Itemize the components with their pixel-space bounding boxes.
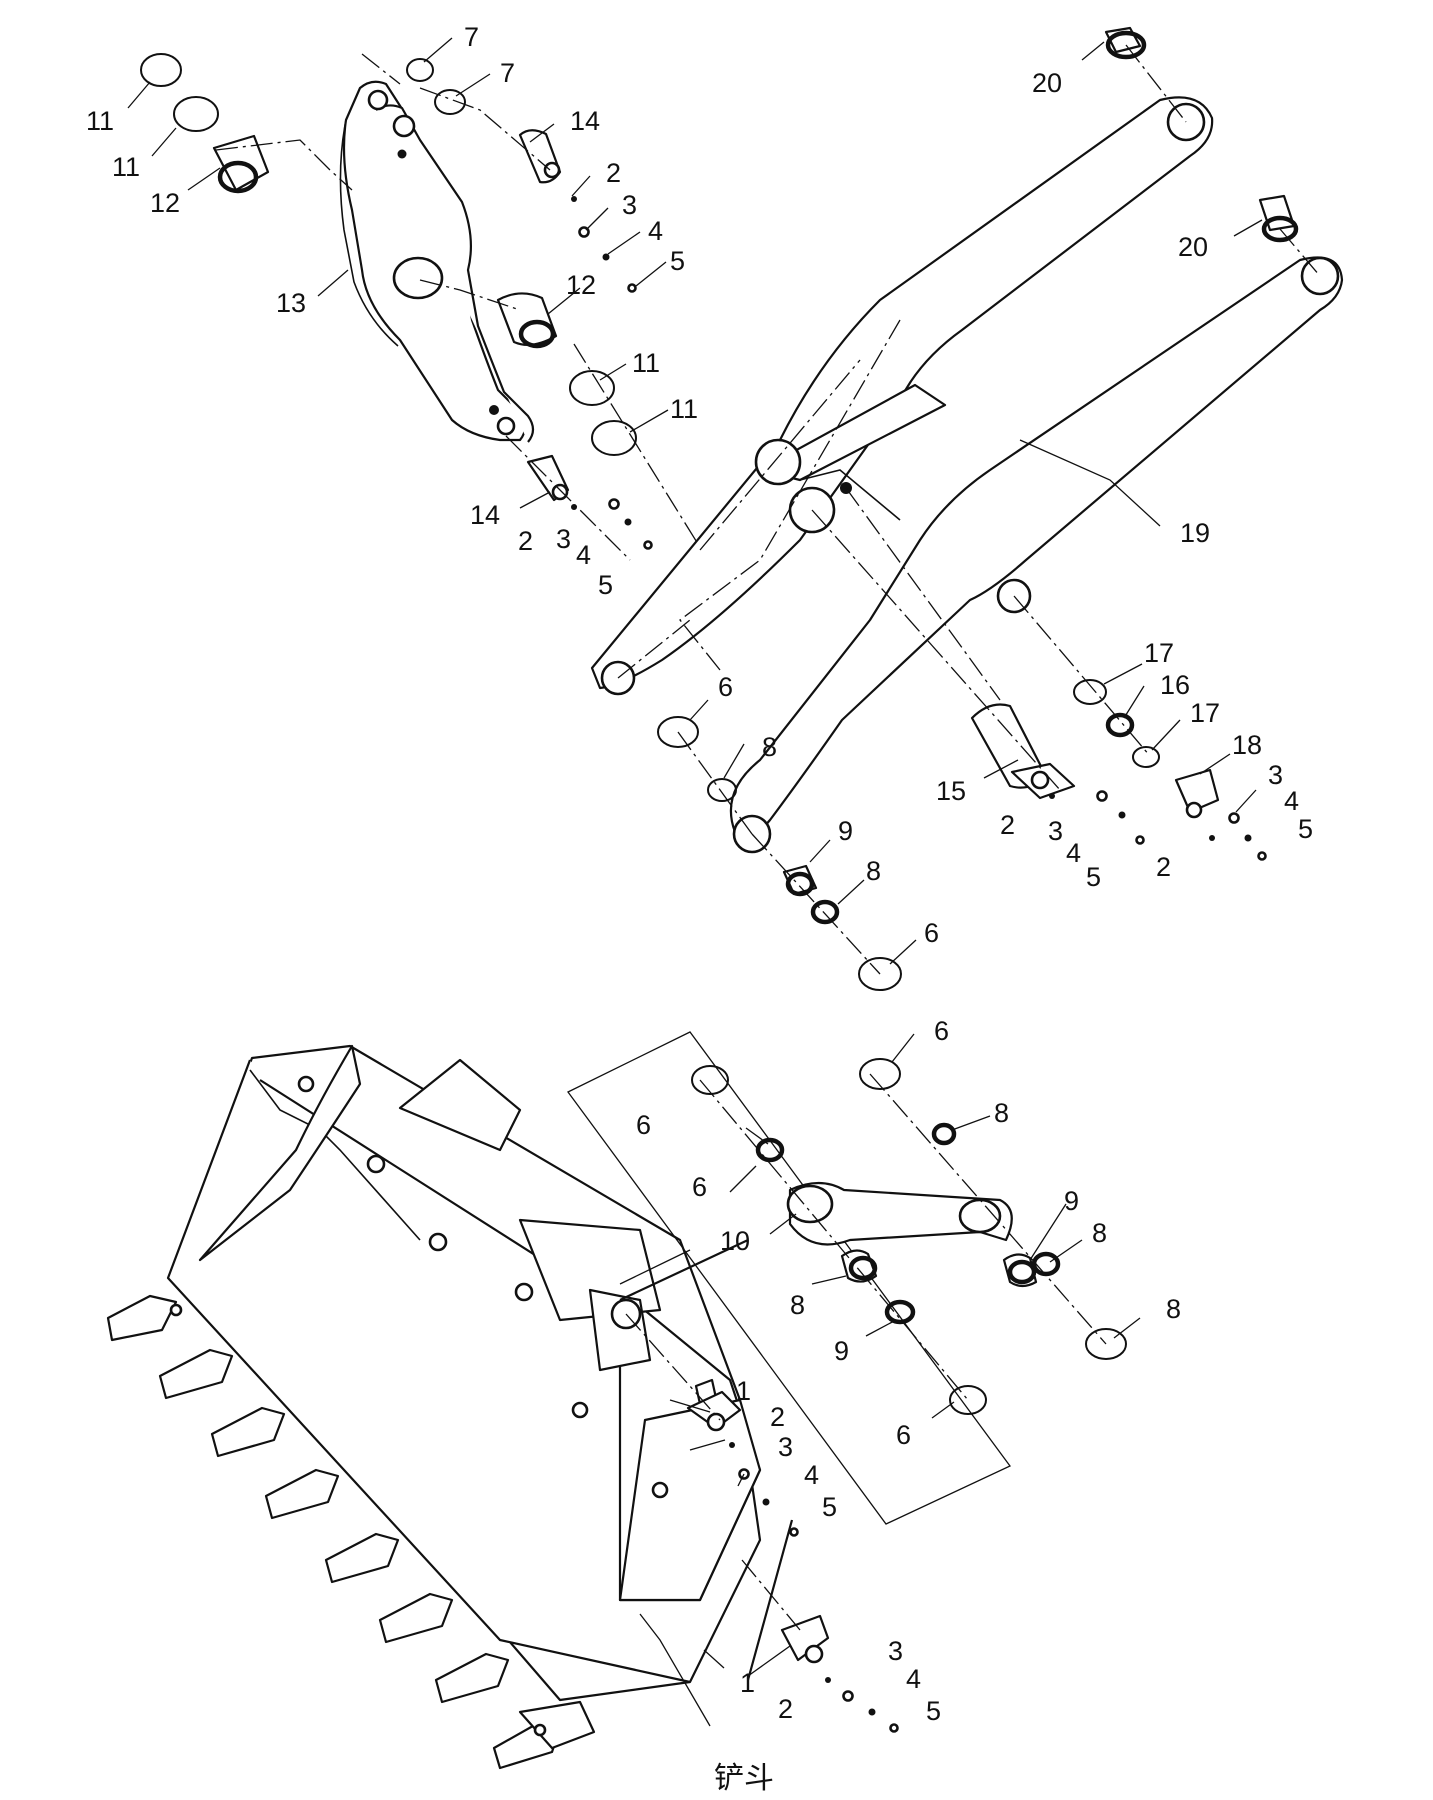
part-label-3f: 3 xyxy=(888,1636,903,1666)
part-label-5f: 5 xyxy=(926,1696,941,1726)
part-label-6b: 6 xyxy=(924,918,939,948)
part-label-17b: 17 xyxy=(1190,698,1220,728)
part-label-3a: 3 xyxy=(622,190,637,220)
part-label-14b: 14 xyxy=(470,500,500,530)
part-label-3e: 3 xyxy=(778,1432,793,1462)
part-label-4c: 4 xyxy=(1066,838,1081,868)
part-labels: 11 11 12 13 7 7 14 2 3 4 5 12 11 11 14 2… xyxy=(86,22,1313,1726)
part-label-18: 18 xyxy=(1232,730,1262,760)
part-label-9a: 9 xyxy=(838,816,853,846)
part-label-4a: 4 xyxy=(648,216,663,246)
part-label-10: 10 xyxy=(720,1226,750,1256)
bucket xyxy=(106,1044,762,1770)
part-label-9b: 9 xyxy=(1064,1186,1079,1216)
part-label-1a: 1 xyxy=(736,1376,751,1406)
assembly-axes xyxy=(215,44,1321,1631)
rocker-arm xyxy=(339,80,535,443)
part-label-11d: 11 xyxy=(670,394,698,424)
part-label-4b: 4 xyxy=(576,540,591,570)
bucket-caption: 铲斗 xyxy=(714,1761,774,1796)
part-label-11c: 11 xyxy=(632,348,660,378)
part-label-2c: 2 xyxy=(1000,810,1015,840)
part-label-17a: 17 xyxy=(1144,638,1174,668)
part-label-11b: 11 xyxy=(112,152,140,182)
part-label-2a: 2 xyxy=(606,158,621,188)
rocker-middle-pins xyxy=(496,292,653,550)
part-label-12a: 12 xyxy=(150,188,180,218)
part-label-4d: 4 xyxy=(1284,786,1299,816)
part-label-4e: 4 xyxy=(804,1460,819,1490)
part-label-8d: 8 xyxy=(1092,1218,1107,1248)
part-label-3c: 3 xyxy=(1048,816,1063,846)
part-label-5e: 5 xyxy=(822,1492,837,1522)
part-label-6e: 8 xyxy=(1166,1294,1181,1324)
lift-arm xyxy=(590,96,1344,854)
lift-arm-pins xyxy=(657,26,1299,991)
part-label-2b: 2 xyxy=(518,526,533,556)
part-label-16: 16 xyxy=(1160,670,1190,700)
part-label-5b: 5 xyxy=(598,570,613,600)
part-label-20a: 20 xyxy=(1032,68,1062,98)
leader-lines xyxy=(127,37,1263,1727)
part-label-1b: 1 xyxy=(740,1668,755,1698)
part-label-2f: 2 xyxy=(778,1694,793,1724)
part-label-5d: 5 xyxy=(1298,814,1313,844)
part-label-2d: 2 xyxy=(1156,852,1171,882)
part-label-6d: 6 xyxy=(636,1110,651,1140)
part-label-2e: 2 xyxy=(770,1402,785,1432)
part-label-14a: 14 xyxy=(570,106,600,136)
part-label-8a: 8 xyxy=(762,732,777,762)
part-label-11a: 11 xyxy=(86,106,114,136)
part-label-8e: 6 xyxy=(692,1172,707,1202)
part-label-3d: 3 xyxy=(1268,760,1283,790)
link-assembly xyxy=(567,1031,1127,1525)
part-label-15: 15 xyxy=(936,776,966,806)
part-label-5a: 5 xyxy=(670,246,685,276)
part-label-19: 19 xyxy=(1180,518,1210,548)
part-label-7a: 7 xyxy=(464,22,479,52)
bucket-link xyxy=(619,1239,899,1733)
part-label-9c: 8 xyxy=(790,1290,805,1320)
part-label-7b: 7 xyxy=(500,58,515,88)
part-label-8b: 8 xyxy=(866,856,881,886)
part-label-12b: 12 xyxy=(566,270,596,300)
part-label-5c: 5 xyxy=(1086,862,1101,892)
part-label-6a: 6 xyxy=(718,672,733,702)
part-label-8c: 8 xyxy=(994,1098,1009,1128)
part-label-20b: 20 xyxy=(1178,232,1208,262)
part-label-13: 13 xyxy=(276,288,306,318)
part-label-4f: 4 xyxy=(906,1664,921,1694)
part-label-6f: 6 xyxy=(896,1420,911,1450)
part-label-8f: 9 xyxy=(834,1336,849,1366)
part-label-6c: 6 xyxy=(934,1016,949,1046)
part-label-3b: 3 xyxy=(556,524,571,554)
